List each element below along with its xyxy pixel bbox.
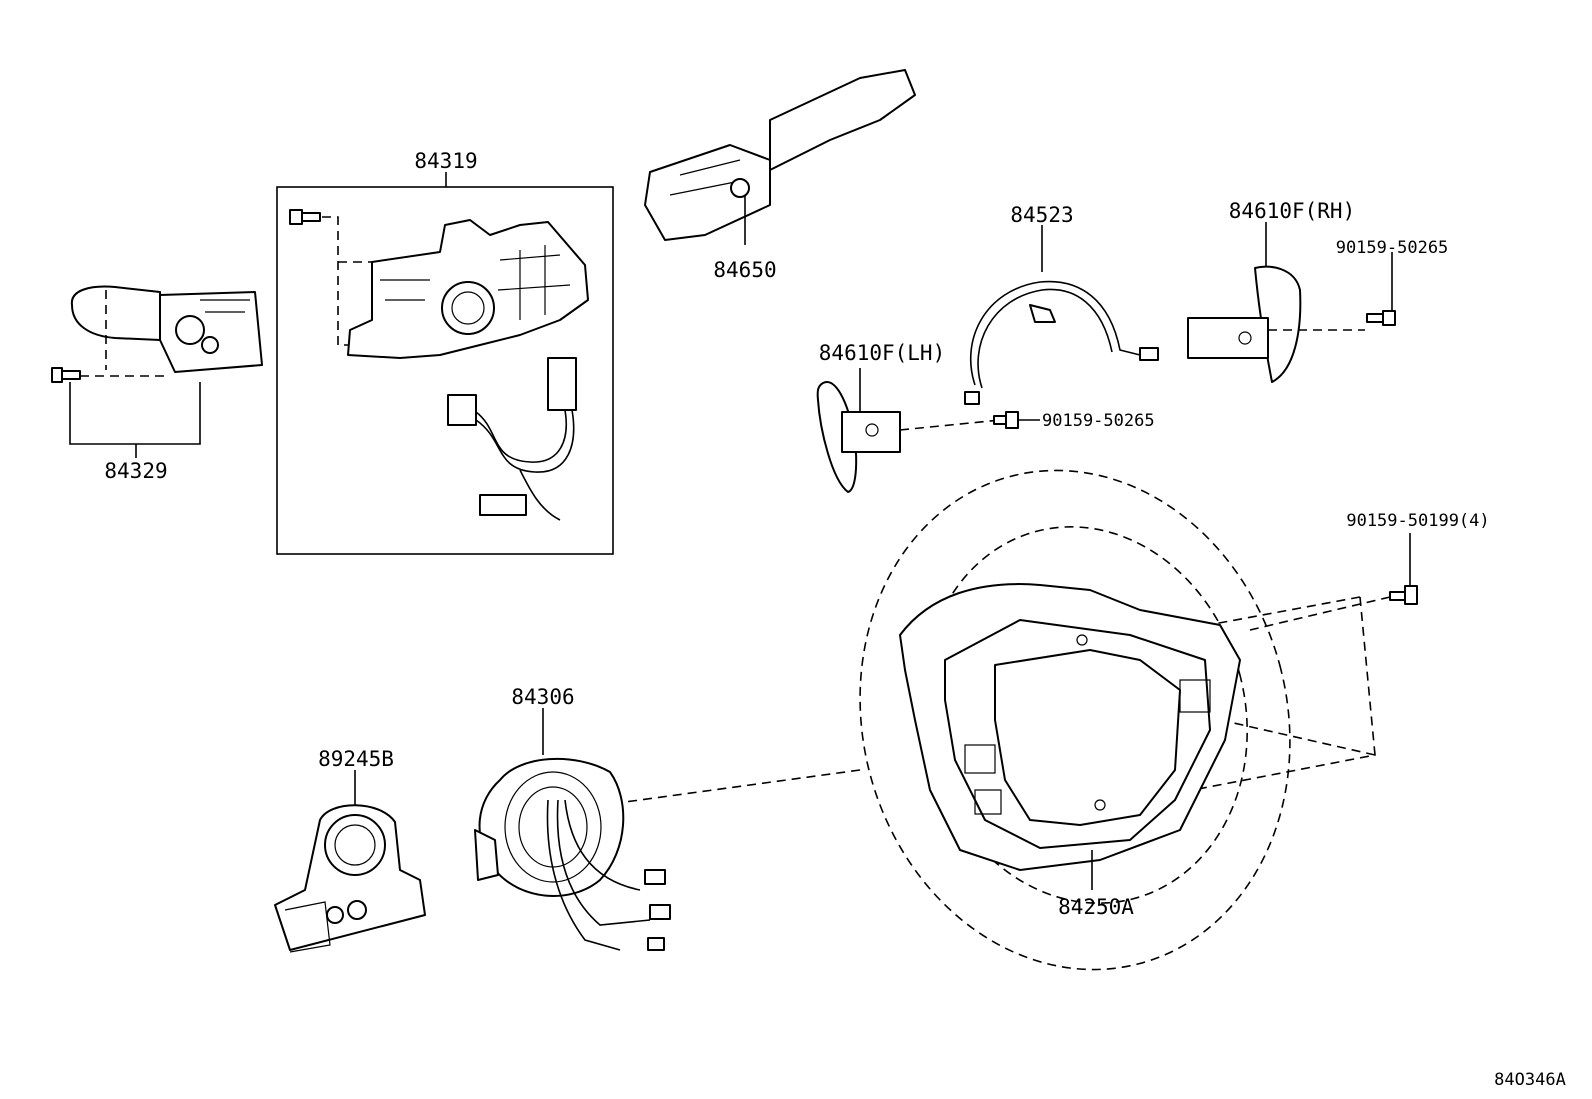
wire-84523 [964, 225, 1159, 405]
screw-icon [1366, 310, 1396, 326]
label-90159-50265-b: 90159-50265 [1042, 411, 1155, 431]
wire-harness-icon [447, 357, 577, 521]
paddle-lh [816, 368, 1040, 493]
screw-icon [289, 209, 321, 225]
label-90159-50199: 90159-50199(4) [1346, 511, 1489, 531]
label-84523: 84523 [1010, 203, 1073, 227]
assembly-84329 [51, 285, 263, 458]
label-84306: 84306 [511, 685, 574, 709]
label-84329: 84329 [104, 459, 167, 483]
stalk-switch-icon [70, 285, 263, 373]
paddle-rh [1187, 222, 1396, 383]
switch-housing-icon [347, 219, 589, 359]
label-84610f-lh: 84610F(LH) [819, 341, 945, 365]
label-84250a: 84250A [1058, 895, 1134, 919]
label-90159-50265-a: 90159-50265 [1336, 238, 1449, 258]
steering-sensor-89245b [274, 770, 426, 953]
assembly-84319 [276, 172, 614, 555]
label-84319: 84319 [414, 149, 477, 173]
label-84650: 84650 [713, 258, 776, 282]
steering-wheel-84250a [624, 469, 1291, 971]
diagram-code: 84O346A [1494, 1070, 1566, 1090]
wiper-stalk-84650 [644, 69, 916, 245]
label-84610f-rh: 84610F(RH) [1229, 199, 1355, 223]
spiral-cable-84306 [474, 708, 671, 951]
screw-icon [993, 411, 1019, 429]
label-89245b: 89245B [318, 747, 394, 771]
screw-icon [51, 367, 81, 383]
